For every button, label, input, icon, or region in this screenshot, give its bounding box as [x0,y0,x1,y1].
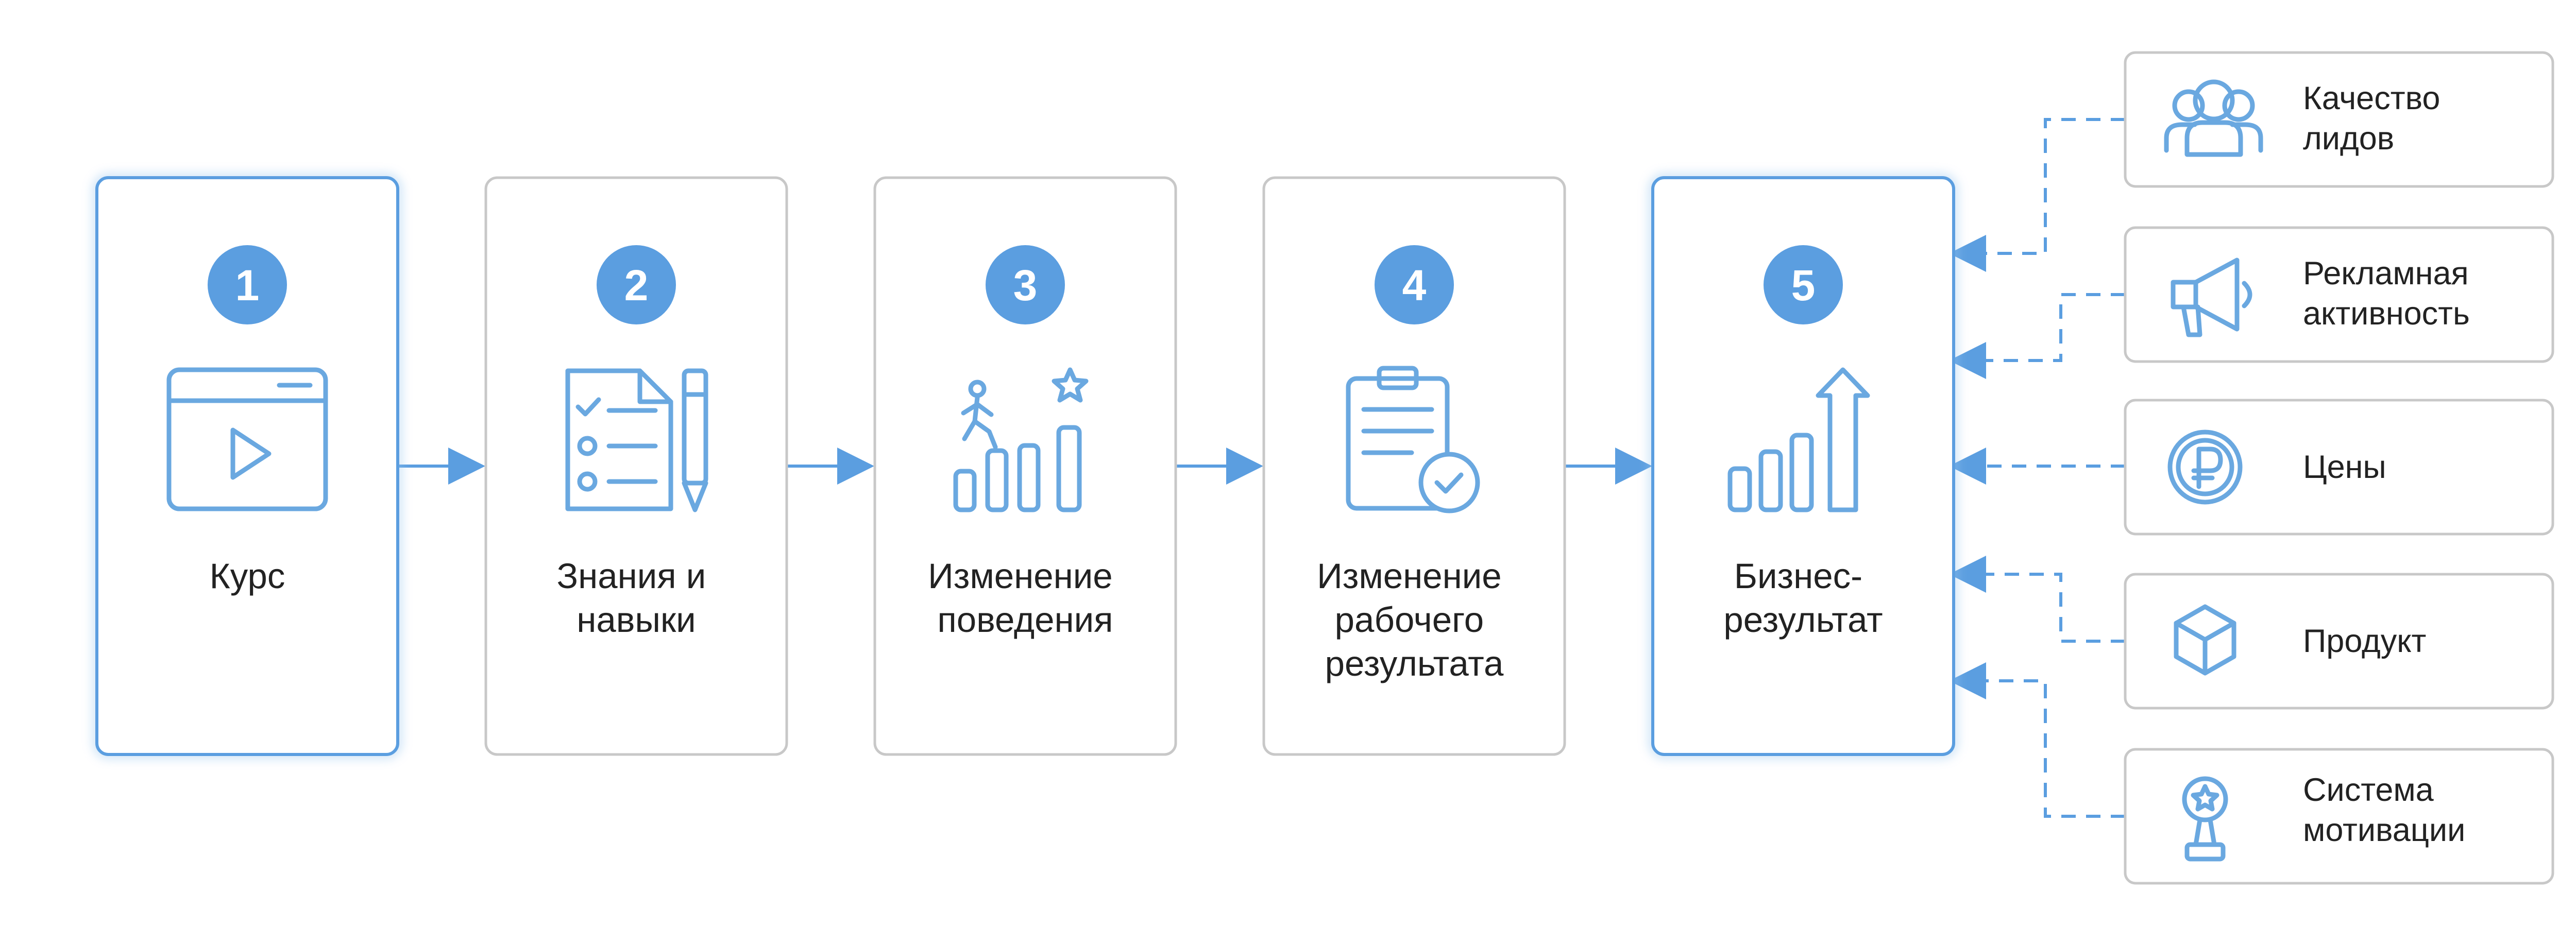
stage-label-line: Бизнес- [1734,556,1862,596]
stage-card-3: 3 Изменение поведения [873,176,1177,756]
factor-connectors [1949,118,2125,818]
stage-label-line: навыки [577,600,696,640]
svg-text:Рекламная активность: Рекламная активность [2303,255,2478,332]
stage-card-5: 5 Бизнес- результат [1649,174,1957,758]
svg-text:Продукт: Продукт [2303,623,2426,659]
stage-label-line: Изменение [928,556,1113,596]
climbing-steps-icon [953,367,1089,512]
factor-label-line: лидов [2303,121,2394,157]
people-group-icon [2164,79,2263,157]
stage-label-line: поведения [937,600,1113,640]
svg-text:Курс: Курс [210,556,285,596]
stage-label-line: Курс [210,556,285,596]
factor-label-line: активность [2303,296,2470,332]
video-player-icon [166,367,328,511]
step-badge [1764,245,1843,324]
step-number: 5 [1791,261,1816,310]
clipboard-check-icon [1346,366,1480,513]
checklist-pencil-icon [565,368,708,512]
svg-text:Бизнес- результат: Бизнес- результат [1723,556,1883,640]
stage-card-2: 2 Знания и навыки [484,176,788,756]
megaphone-icon [2171,258,2252,337]
growth-chart-icon [1727,367,1870,512]
factor-label-line: Система [2303,772,2434,808]
svg-text:Качество лидов: Качество лидов [2303,80,2449,157]
award-trophy-icon [2182,776,2228,862]
connector-factor-4 [1949,556,2125,643]
step-badge [986,245,1065,324]
svg-text:Изменение рабочего: Изменение рабочего результата [1317,556,1512,683]
step-number: 1 [235,261,260,310]
stage-label-line: результата [1325,644,1504,683]
factor-label-line: Продукт [2303,623,2426,659]
step-number: 3 [1013,261,1038,310]
factor-card-1: Качество лидов [2124,51,2554,188]
cube-icon [2174,604,2236,676]
factor-card-4: Продукт [2124,573,2554,710]
stage-label-line: результат [1723,600,1883,640]
factor-card-3: Цены [2124,399,2554,536]
step-number: 2 [624,261,649,310]
step-badge [1375,245,1454,324]
factor-label-line: Качество [2303,80,2440,116]
svg-text:Изменение поведения: Изменение поведения [928,556,1123,640]
factor-card-2: Рекламная активность [2124,226,2554,363]
stage-label-line: рабочего [1335,600,1484,640]
connector-factor-1 [1949,118,2125,272]
step-number: 4 [1402,261,1427,310]
factor-label-line: Рекламная [2303,255,2469,291]
connector-factor-5 [1949,662,2125,818]
stage-card-4: 4 Изменение рабочего результата [1262,176,1566,756]
stage-card-1: 1 Курс [93,174,401,758]
svg-text:Знания и навыки: Знания и навыки [556,556,716,640]
svg-text:Цены: Цены [2303,449,2386,485]
factor-card-5: Система мотивации [2124,748,2554,885]
factor-label-line: мотивации [2303,812,2465,848]
stage-label-line: Изменение [1317,556,1502,596]
ruble-coin-icon [2167,430,2243,505]
svg-text:Система мотивации: Система мотивации [2303,772,2465,848]
step-badge [208,245,287,324]
connector-factor-2 [1949,293,2125,379]
step-badge [597,245,676,324]
factor-label-line: Цены [2303,449,2386,485]
stage-label-line: Знания и [556,556,706,596]
